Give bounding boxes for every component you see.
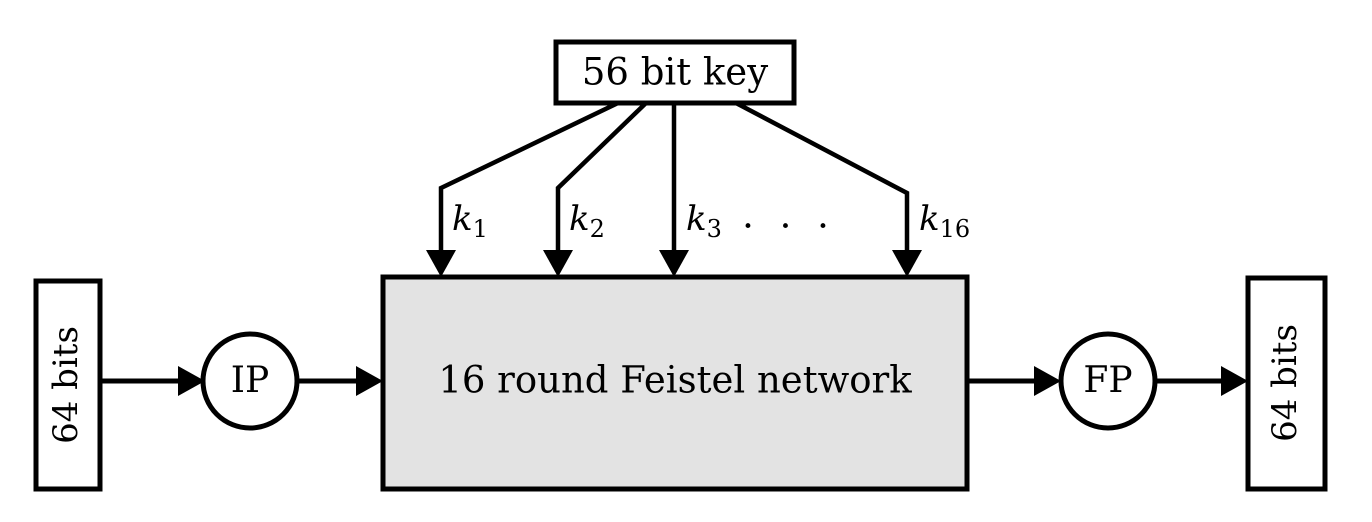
feistel-block-label: 16 round Feistel network [438, 359, 912, 402]
arrowhead-input-to-ip [178, 366, 205, 396]
arrowhead-ip-to-feistel [356, 366, 383, 396]
round-key-labels: k1 k2 k3 k16 · · · [452, 199, 970, 248]
round-key-base-k16: k [919, 199, 940, 239]
round-key-arrowheads [426, 250, 922, 277]
feistel-block-rect [380, 274, 970, 492]
round-key-sub-k3: 3 [707, 215, 722, 243]
round-key-base-k1: k [452, 199, 473, 239]
arrowhead-k3 [659, 250, 689, 277]
arrowhead-feistel-to-fp [1034, 366, 1061, 396]
final-permutation-label: FP [1083, 360, 1132, 401]
initial-permutation-node: IP [200, 331, 300, 431]
key-block-label: 56 bit key [582, 51, 768, 94]
round-key-label-k1: k1 [452, 199, 488, 243]
output-block-rect [1245, 275, 1328, 492]
input-block: 64 bits [33, 278, 103, 492]
arrowhead-k2 [543, 250, 573, 277]
key-line-k16 [734, 101, 910, 264]
arrowhead-k16 [892, 250, 922, 277]
connector-ip-to-feistel [297, 366, 383, 396]
connector-feistel-to-fp [967, 366, 1061, 396]
round-key-label-k3: k3 [686, 199, 722, 243]
final-permutation-node: FP [1058, 331, 1158, 431]
round-key-sub-k16: 16 [940, 215, 971, 243]
round-key-base-k2: k [569, 199, 590, 239]
input-block-label: 64 bits [46, 326, 86, 444]
output-block-label: 64 bits [1265, 324, 1305, 442]
input-block-rect [33, 278, 103, 492]
round-key-base-k3: k [686, 199, 707, 239]
key-line-k1 [438, 100, 619, 264]
feistel-block: 16 round Feistel network [380, 274, 970, 492]
initial-permutation-label: IP [231, 360, 269, 401]
round-key-ellipsis: · · · [742, 205, 836, 248]
round-key-label-k2: k2 [569, 199, 605, 243]
round-key-sub-k2: 2 [590, 215, 605, 243]
arrowhead-fp-to-output [1221, 366, 1248, 396]
connector-fp-to-output [1155, 366, 1248, 396]
arrowhead-k1 [426, 250, 456, 277]
connector-input-to-ip [100, 366, 205, 396]
key-fanout-lines [438, 100, 910, 264]
key-line-k2 [555, 101, 648, 264]
output-block: 64 bits [1245, 275, 1328, 492]
key-block: 56 bit key [553, 39, 797, 106]
round-key-label-k16: k16 [919, 199, 970, 243]
round-key-sub-k1: 1 [473, 215, 488, 243]
